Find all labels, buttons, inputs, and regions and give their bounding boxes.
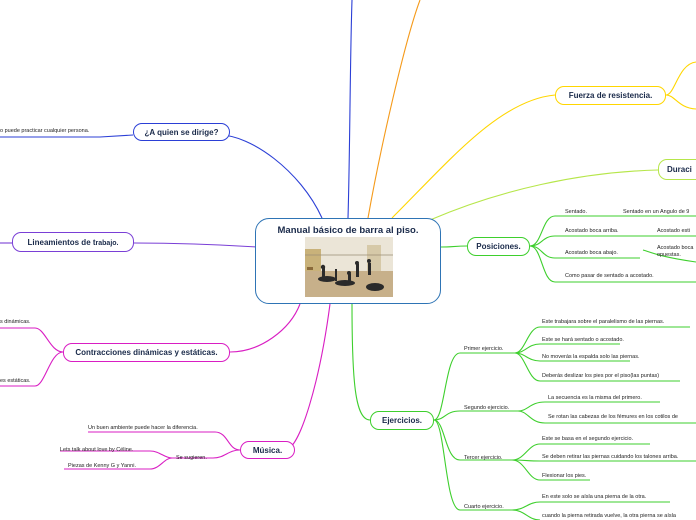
- node-fuerza-de-resistencia[interactable]: Fuerza de resistencia.: [555, 86, 666, 105]
- leaf-primero-3: No moverás la espalda solo las piernas.: [542, 354, 640, 361]
- leaf-segundo-ejercicio: Segundo ejercicio.: [464, 405, 509, 412]
- connector-musica: [285, 304, 330, 450]
- leaf-contracciones-estaticas: es estáticas.: [0, 378, 31, 385]
- leaf-cuarto-2: cuando la pierna retirada vuelve, la otr…: [542, 513, 676, 520]
- leaf-song-celine: Lets talk about love by Céline.: [60, 447, 133, 454]
- leaf-se-sugieren: Se sugieren.: [176, 455, 207, 462]
- leaf-acostado-boca-sub: Acostado boca opuestas.: [657, 245, 693, 259]
- connector-quien: [220, 135, 322, 218]
- connector-orange-top: [368, 0, 420, 218]
- leaf-primero-4: Deberás deslizar los pies por el piso(la…: [542, 373, 659, 380]
- connector-posiciones: [441, 246, 467, 247]
- central-topic[interactable]: Manual básico de barra al piso.: [255, 218, 441, 304]
- connector-fuerza: [392, 95, 555, 218]
- leaf-acostado-arriba: Acostado boca arriba.: [565, 228, 619, 235]
- connector-blue-top: [348, 0, 352, 218]
- leaf-acostado-estirado: Acostado esti: [657, 228, 690, 235]
- leaf-tercero-3: Flexionar los pies.: [542, 473, 586, 480]
- node-musica[interactable]: Música.: [240, 441, 295, 459]
- leaf-buen-ambiente: Un buen ambiente puede hacer la diferenc…: [88, 425, 198, 432]
- leaf-segundo-2: Se rotan las cabezas de los fémures en l…: [548, 414, 678, 421]
- connector-ejercicios: [352, 304, 370, 420]
- leaf-tercer-ejercicio: Tercer ejercicio.: [464, 455, 503, 462]
- leaf-primer-ejercicio: Primer ejercicio.: [464, 346, 503, 353]
- leaf-acostado-abajo: Acostado boca abajo.: [565, 250, 618, 257]
- node-duracion[interactable]: Duraci: [658, 159, 696, 180]
- leaf-primero-2: Este se hará sentado o acostado.: [542, 337, 624, 344]
- leaf-sentado-angulo: Sentado en un Angulo de 9: [623, 209, 689, 216]
- leaf-segundo-1: La secuencia es la misma del primero.: [548, 395, 642, 402]
- node-ejercicios[interactable]: Ejercicios.: [370, 411, 434, 430]
- central-title: Manual básico de barra al piso.: [256, 225, 440, 236]
- leaf-primero-1: Este trabajara sobre el paralelismo de l…: [542, 319, 664, 326]
- leaf-tercero-1: Este se basa en el segundo ejercicio.: [542, 436, 633, 443]
- leaf-cuarto-1: En este solo se aísla una pierna de la o…: [542, 494, 646, 501]
- node-contracciones[interactable]: Contracciones dinámicas y estáticas.: [63, 343, 230, 362]
- node-posiciones[interactable]: Posiciones.: [467, 237, 530, 256]
- leaf-quien: o puede practicar cualquier persona.: [0, 128, 89, 135]
- leaf-tercero-2: Se deben retirar las piernas cuidando lo…: [542, 454, 678, 461]
- leaf-song-kenny-yanni: Piezas de Kenny G y Yanni.: [68, 463, 136, 470]
- connector-lineamientos: [134, 243, 257, 247]
- connector-contracciones: [230, 304, 300, 352]
- node-a-quien-se-dirige[interactable]: ¿A quien se dirige?: [133, 123, 230, 141]
- dance-class-photo: [305, 237, 393, 297]
- leaf-como-pasar: Como pasar de sentado a acostado.: [565, 273, 654, 280]
- leaf-sentado: Sentado.: [565, 209, 587, 216]
- leaf-cuarto-ejercicio: Cuarto ejercicio.: [464, 504, 504, 511]
- leaf-contracciones-dinamicas: s dinámicas.: [0, 319, 31, 326]
